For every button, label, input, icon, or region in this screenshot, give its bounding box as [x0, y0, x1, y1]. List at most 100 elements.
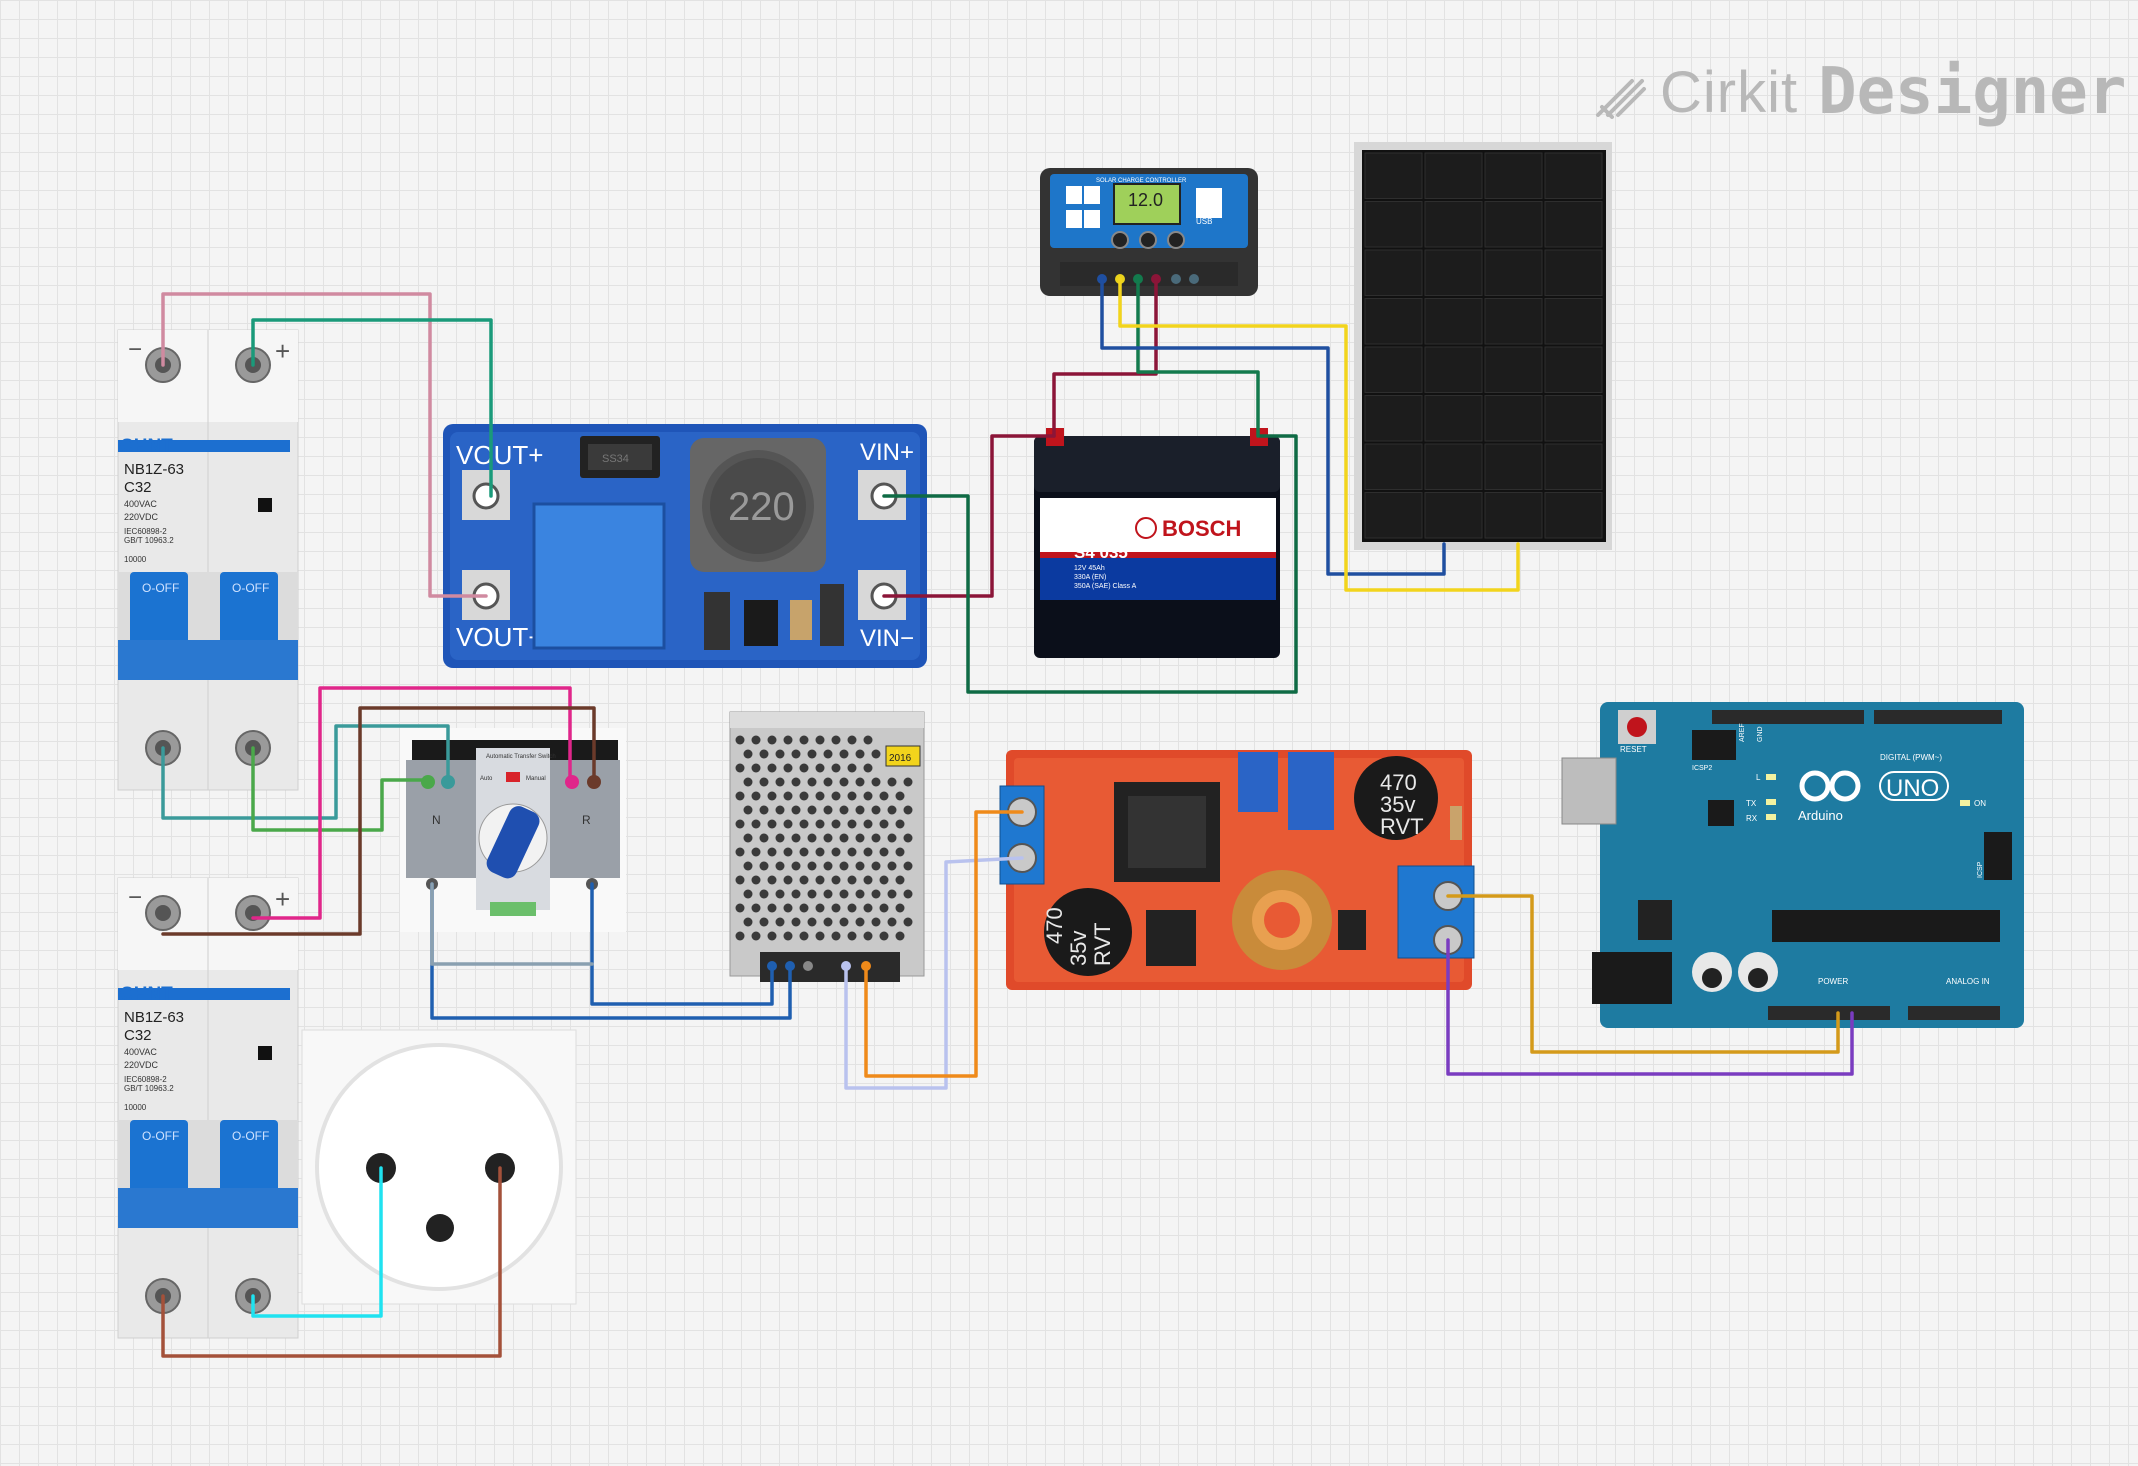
psu-vent-hole	[895, 903, 905, 913]
car-battery[interactable]: BOSCH S4 035 12V 45Ah 330A (EN) 350A (SA…	[1034, 428, 1280, 658]
psu-vent-hole	[847, 763, 857, 773]
psu-vent-hole	[895, 875, 905, 885]
wire-ctrl-yellow[interactable]	[1118, 277, 1520, 592]
arduino-rx-label: RX	[1746, 814, 1758, 823]
buck-potentiometer-1[interactable]	[1238, 752, 1278, 812]
automatic-transfer-switch[interactable]: Automatic Transfer Switch Auto Manual N …	[400, 728, 626, 932]
wire-psu-gray[interactable]	[430, 882, 594, 966]
solar-cell	[1364, 298, 1423, 345]
wire-buck-orange[interactable]	[864, 810, 1024, 1078]
solar-cell	[1544, 443, 1603, 490]
wire-ats-magenta[interactable]	[251, 686, 572, 920]
psu-vent-hole	[783, 903, 793, 913]
wire-battery-vin-maroon[interactable]	[882, 434, 1056, 598]
arduino-power-header[interactable]	[1768, 1006, 1890, 1020]
controller-title: SOLAR CHARGE CONTROLLER	[1096, 178, 1187, 184]
psu-vent-hole	[783, 847, 793, 857]
breaker-bottom-std1: IEC60898-2	[124, 1075, 167, 1084]
buck-converter[interactable]: 470 35v RVT 470 35v RVT	[999, 750, 1475, 990]
solar-cell	[1484, 492, 1543, 539]
power-supply-unit[interactable]: 2016	[729, 711, 925, 982]
wire-ats-lime[interactable]	[251, 746, 430, 832]
wire-psu-blue-2[interactable]	[590, 882, 774, 1006]
psu-vent-hole	[879, 931, 889, 941]
psu-vent-hole	[815, 931, 825, 941]
psu-vent-hole	[855, 889, 865, 899]
boost-trim-potentiometer[interactable]	[532, 502, 666, 650]
psu-vent-hole	[847, 819, 857, 829]
wire-arduino-gold[interactable]	[1446, 894, 1840, 1054]
psu-vent-hole	[807, 833, 817, 843]
psu-vent-hole	[743, 889, 753, 899]
solar-cell	[1424, 346, 1483, 393]
breaker-top-model: NB1Z-63	[124, 461, 184, 478]
wire-pink[interactable]	[161, 292, 488, 598]
solar-panel[interactable]	[1354, 142, 1612, 550]
circuit-breaker-top[interactable]: − + CHNT NB1Z-63 C32 400VAC 220VDC IEC60…	[117, 329, 299, 791]
breaker-bottom-rating: C32	[124, 1027, 152, 1044]
controller-usb-label: USB	[1196, 217, 1212, 226]
arduino-analog-header[interactable]	[1908, 1006, 2000, 1020]
psu-vent-hole	[879, 819, 889, 829]
breaker-top-spec2: 220VDC	[124, 512, 159, 522]
psu-vent-hole	[743, 805, 753, 815]
socket-earth[interactable]	[426, 1214, 454, 1242]
psu-vent-hole	[839, 833, 849, 843]
circuit-breaker-bottom[interactable]: − + CHNT NB1Z-63 C32 400VAC 220VDC IEC60…	[117, 877, 299, 1339]
buck-capacitor-top	[1354, 756, 1438, 840]
boost-diode-label: SS34	[602, 453, 629, 465]
controller-button-3[interactable]	[1167, 231, 1185, 249]
arduino-digital-header-1[interactable]	[1712, 710, 1864, 724]
solar-charge-controller[interactable]: SOLAR CHARGE CONTROLLER 12.0 USB	[1040, 168, 1258, 296]
breaker-top-std1: IEC60898-2	[124, 527, 167, 536]
ats-rotary-handle[interactable]	[483, 803, 542, 882]
psu-vent-hole	[887, 833, 897, 843]
wire-ctrl-blue[interactable]	[1100, 277, 1446, 576]
psu-vent-hole	[887, 889, 897, 899]
psu-vent-hole	[783, 763, 793, 773]
wall-socket[interactable]	[301, 1029, 577, 1305]
wire-socket-cyan[interactable]	[251, 1166, 383, 1318]
wire-buck-lavender[interactable]	[844, 856, 1024, 1090]
arduino-digital-header-2[interactable]	[1874, 710, 2002, 724]
wire-battery-vin-green[interactable]	[882, 434, 1298, 694]
psu-vent-hole	[735, 791, 745, 801]
psu-terminal-3[interactable]	[803, 961, 813, 971]
psu-vent-hole	[871, 805, 881, 815]
psu-vent-hole	[799, 903, 809, 913]
psu-vent-hole	[759, 777, 769, 787]
buck-potentiometer-2[interactable]	[1288, 752, 1334, 830]
psu-vent-hole	[751, 903, 761, 913]
wire-ctrl-maroon[interactable]	[1052, 277, 1158, 438]
solar-cell	[1544, 298, 1603, 345]
boost-vout-plus-pin[interactable]	[472, 482, 500, 510]
psu-vent-hole	[743, 917, 753, 927]
psu-vent-hole	[791, 749, 801, 759]
wire-teal[interactable]	[251, 318, 493, 498]
arduino-uno[interactable]: RESET ICSP2 AREF GND DIGITAL (PWM~) L TX…	[1561, 702, 2024, 1028]
psu-vent-hole	[799, 931, 809, 941]
ats-terminal-r-in-1[interactable]	[565, 775, 579, 789]
psu-vent-hole	[903, 861, 913, 871]
boost-converter[interactable]: VOUT+ VOUT− VIN+ VIN− SS34 220	[443, 424, 927, 668]
psu-vent-hole	[871, 861, 881, 871]
buck-cap-bottom-1: 470	[1042, 907, 1067, 944]
controller-button-1[interactable]	[1111, 231, 1129, 249]
wire-arduino-purple[interactable]	[1446, 938, 1854, 1076]
psu-vent-hole	[831, 903, 841, 913]
psu-vent-hole	[887, 777, 897, 787]
psu-vent-hole	[823, 917, 833, 927]
psu-vent-hole	[863, 735, 873, 745]
psu-vent-hole	[871, 889, 881, 899]
controller-button-2[interactable]	[1139, 231, 1157, 249]
psu-vent-hole	[815, 791, 825, 801]
psu-vent-hole	[775, 833, 785, 843]
battery-brand: BOSCH	[1162, 516, 1241, 541]
ats-terminal-n-in-1[interactable]	[421, 775, 435, 789]
psu-vent-hole	[815, 735, 825, 745]
wire-ats-teal[interactable]	[161, 724, 450, 820]
boost-inductor-label: 220	[728, 485, 795, 529]
wire-ats-brown[interactable]	[161, 706, 596, 936]
wire-socket-rust[interactable]	[161, 1166, 502, 1358]
battery-spec2: 330A (EN)	[1074, 574, 1106, 581]
